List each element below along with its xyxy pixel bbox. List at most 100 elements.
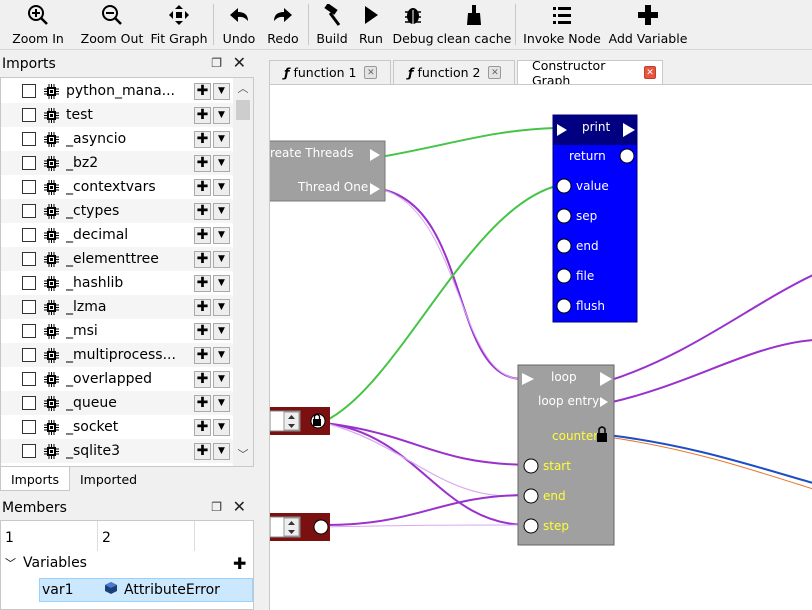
loop-start-pin[interactable]: [523, 458, 539, 474]
list-item[interactable]: _lzma✚▼: [1, 295, 233, 319]
list-item[interactable]: _ctypes✚▼: [1, 199, 233, 223]
loop-node[interactable]: loop loop entry counter start end step: [517, 364, 615, 546]
close-tab-icon[interactable]: ✕: [488, 66, 502, 79]
import-dropdown-button[interactable]: ▼: [213, 106, 230, 124]
float-panel-icon[interactable]: ❐: [211, 56, 222, 70]
add-import-button[interactable]: ✚: [194, 226, 211, 244]
debug-button[interactable]: Debug: [390, 0, 436, 49]
import-checkbox[interactable]: [22, 324, 36, 338]
import-checkbox[interactable]: [22, 348, 36, 362]
members-col-2[interactable]: 2: [98, 521, 195, 551]
redo-button[interactable]: Redo: [261, 0, 305, 49]
tab-function-1[interactable]: ƒ function 1 ✕: [269, 60, 391, 84]
import-checkbox[interactable]: [22, 228, 36, 242]
import-checkbox[interactable]: [22, 276, 36, 290]
spin-buttons[interactable]: [283, 411, 300, 431]
exec-out-pin[interactable]: [600, 372, 612, 386]
import-checkbox[interactable]: [22, 156, 36, 170]
exec-in-pin[interactable]: [557, 124, 567, 136]
import-dropdown-button[interactable]: ▼: [213, 442, 230, 460]
add-import-button[interactable]: ✚: [194, 442, 211, 460]
loop-entry-wire[interactable]: [607, 274, 812, 382]
undo-button[interactable]: Undo: [217, 0, 261, 49]
int-wire[interactable]: [324, 494, 529, 526]
exec-wire[interactable]: [379, 188, 521, 380]
graph-canvas[interactable]: reate Threads Thread One print return va…: [269, 84, 812, 610]
add-import-button[interactable]: ✚: [194, 250, 211, 268]
add-import-button[interactable]: ✚: [194, 346, 211, 364]
import-dropdown-button[interactable]: ▼: [213, 346, 230, 364]
list-item[interactable]: python_mana...✚▼: [1, 79, 233, 103]
print-file-pin[interactable]: [556, 268, 572, 284]
spin-up-icon[interactable]: [288, 521, 295, 525]
list-item[interactable]: _multiprocess...✚▼: [1, 343, 233, 367]
zoom-in-button[interactable]: Zoom In: [0, 0, 76, 49]
import-checkbox[interactable]: [22, 420, 36, 434]
exec-in-pin[interactable]: [522, 373, 534, 385]
imports-scrollbar[interactable]: ︿ ﹀: [233, 78, 253, 466]
tab-constructor-graph[interactable]: Constructor Graph ✕: [517, 58, 663, 88]
exec-wire[interactable]: [379, 188, 521, 380]
import-checkbox[interactable]: [22, 204, 36, 218]
add-variable-icon[interactable]: ✚: [233, 553, 247, 573]
import-dropdown-button[interactable]: ▼: [213, 82, 230, 100]
exec-out-pin[interactable]: [370, 183, 380, 195]
close-tab-icon[interactable]: ✕: [364, 66, 378, 79]
import-dropdown-button[interactable]: ▼: [213, 202, 230, 220]
clean-cache-button[interactable]: clean cache: [436, 0, 512, 49]
list-item[interactable]: _hashlib✚▼: [1, 271, 233, 295]
add-import-button[interactable]: ✚: [194, 298, 211, 316]
loop-end-pin[interactable]: [523, 488, 539, 504]
int-out-pin[interactable]: [313, 519, 329, 535]
list-item[interactable]: _sqlite3✚▼: [1, 439, 233, 463]
print-sep-pin[interactable]: [556, 208, 572, 224]
list-item[interactable]: _queue✚▼: [1, 391, 233, 415]
int-wire[interactable]: [324, 184, 561, 422]
thread-node[interactable]: reate Threads Thread One: [270, 140, 386, 202]
int-wire[interactable]: [324, 524, 529, 528]
add-import-button[interactable]: ✚: [194, 130, 211, 148]
list-item[interactable]: test✚▼: [1, 103, 233, 127]
scroll-down-icon[interactable]: ﹀: [237, 448, 249, 461]
int-literal-node[interactable]: [270, 513, 330, 541]
import-checkbox[interactable]: [22, 444, 36, 458]
add-import-button[interactable]: ✚: [194, 394, 211, 412]
add-import-button[interactable]: ✚: [194, 418, 211, 436]
import-dropdown-button[interactable]: ▼: [213, 154, 230, 172]
scroll-thumb[interactable]: [236, 100, 250, 120]
loop-step-pin[interactable]: [523, 518, 539, 534]
exec-wire[interactable]: [379, 127, 557, 158]
add-import-button[interactable]: ✚: [194, 274, 211, 292]
import-checkbox[interactable]: [22, 396, 36, 410]
import-dropdown-button[interactable]: ▼: [213, 370, 230, 388]
print-node[interactable]: print return value sep end file flush: [552, 114, 638, 323]
list-item[interactable]: _msi✚▼: [1, 319, 233, 343]
add-import-button[interactable]: ✚: [194, 202, 211, 220]
fit-graph-button[interactable]: Fit Graph: [148, 0, 210, 49]
members-col-1[interactable]: 1: [1, 521, 98, 551]
exec-out-pin[interactable]: [600, 397, 608, 407]
import-checkbox[interactable]: [22, 132, 36, 146]
exec-out-pin[interactable]: [623, 123, 635, 137]
list-item[interactable]: _elementtree✚▼: [1, 247, 233, 271]
import-dropdown-button[interactable]: ▼: [213, 226, 230, 244]
invoke-node-button[interactable]: Invoke Node: [519, 0, 605, 49]
import-dropdown-button[interactable]: ▼: [213, 250, 230, 268]
scroll-up-icon[interactable]: ︿: [237, 82, 249, 95]
add-variable-button[interactable]: Add Variable: [605, 0, 691, 49]
list-item[interactable]: _socket✚▼: [1, 415, 233, 439]
loop-entry-wire[interactable]: [607, 339, 812, 404]
tab-imports[interactable]: Imports: [0, 467, 70, 491]
build-button[interactable]: Build: [312, 0, 352, 49]
list-item[interactable]: _contextvars✚▼: [1, 175, 233, 199]
add-import-button[interactable]: ✚: [194, 178, 211, 196]
tab-function-2[interactable]: ƒ function 2 ✕: [393, 60, 515, 84]
spin-down-icon[interactable]: [288, 424, 295, 428]
print-flush-pin[interactable]: [556, 298, 572, 314]
spin-down-icon[interactable]: [288, 530, 295, 534]
import-checkbox[interactable]: [22, 372, 36, 386]
print-value-pin[interactable]: [556, 178, 572, 194]
int-wire[interactable]: [324, 422, 529, 466]
import-checkbox[interactable]: [22, 300, 36, 314]
list-item[interactable]: _decimal✚▼: [1, 223, 233, 247]
